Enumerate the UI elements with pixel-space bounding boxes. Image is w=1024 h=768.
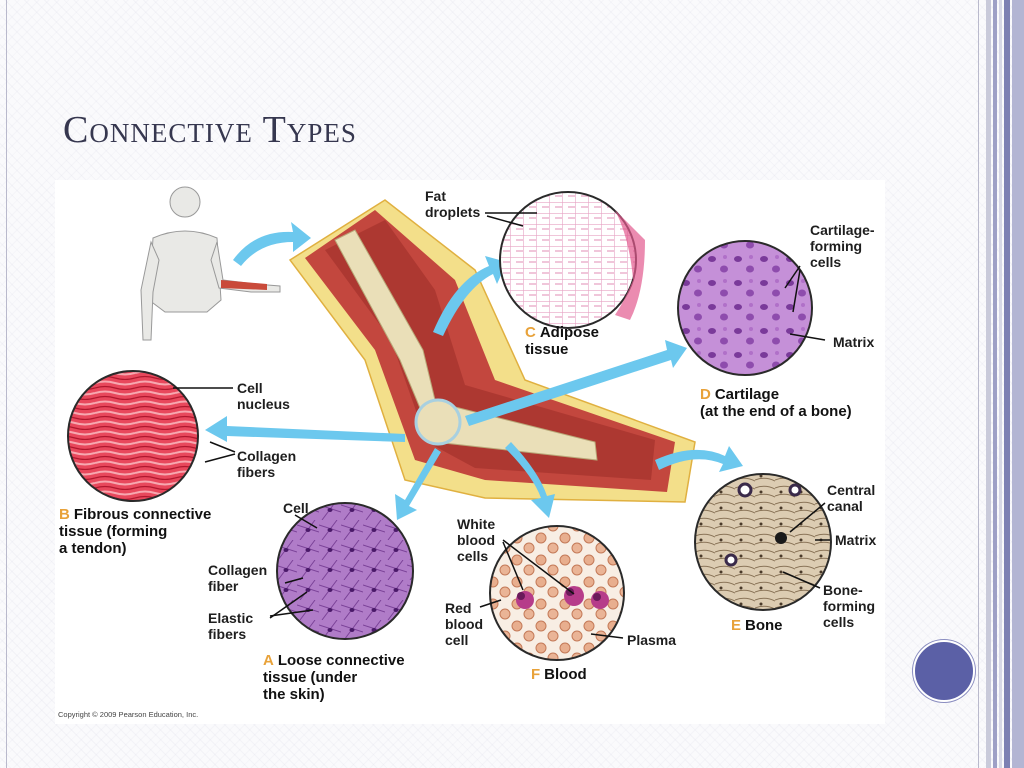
label-elastic-fibers: Elastic fibers [208, 610, 254, 642]
caption-adipose-text: Adipose tissue [525, 324, 600, 358]
label-cartilage-matrix: Matrix [833, 334, 875, 350]
label-collagen-fibers: Collagen fibers [237, 448, 297, 480]
copyright-notice: Copyright © 2009 Pearson Education, Inc. [58, 710, 199, 719]
frame-line-left [6, 0, 7, 768]
label-bone-forming-cells: Bone- forming cells [823, 582, 876, 630]
accent-circle [913, 640, 975, 702]
bone-micrograph [694, 473, 832, 611]
figure-illustration [67, 186, 832, 661]
caption-letter-d: D [700, 386, 711, 403]
arm-cross-section [288, 199, 696, 503]
caption-letter-b: B [59, 506, 70, 523]
label-bone-matrix: Matrix [835, 532, 877, 548]
caption-fibrous-text: Fibrous connective tissue (forming a ten… [59, 506, 212, 557]
caption-letter-f: F [531, 666, 541, 683]
label-red-blood-cell: Red blood cell [445, 600, 484, 648]
label-central-canal: Central canal [827, 482, 876, 514]
caption-letter-c: C [525, 324, 536, 341]
label-plasma: Plasma [627, 632, 677, 648]
slide-title: Connective Types [63, 109, 357, 151]
caption-letter-a: A [263, 652, 274, 669]
label-fat-droplets: Fat droplets [425, 188, 481, 220]
caption-cartilage-text: Cartilage (at the end of a bone) [700, 386, 852, 420]
cartilage-micrograph [677, 240, 813, 376]
label-collagen-fiber: Collagen fiber [208, 562, 268, 594]
human-figure [140, 186, 281, 341]
fibrous-micrograph [67, 370, 199, 502]
caption-letter-e: E [731, 617, 742, 634]
caption-bone-text: Bone [745, 617, 783, 634]
frame-line-right [978, 0, 979, 768]
loose-micrograph [276, 502, 414, 640]
leader-lines [173, 212, 830, 639]
label-white-blood-cells: White blood cells [457, 516, 496, 564]
label-cell-nucleus: Cell nucleus [237, 380, 290, 412]
pointer-arrows [205, 222, 743, 520]
blood-micrograph [489, 525, 625, 661]
label-cell: Cell [283, 500, 309, 516]
caption-blood-text: Blood [544, 666, 587, 683]
caption-loose-text: Loose connective tissue (under the skin) [263, 652, 405, 703]
label-cartilage-forming-cells: Cartilage- forming cells [810, 222, 875, 270]
